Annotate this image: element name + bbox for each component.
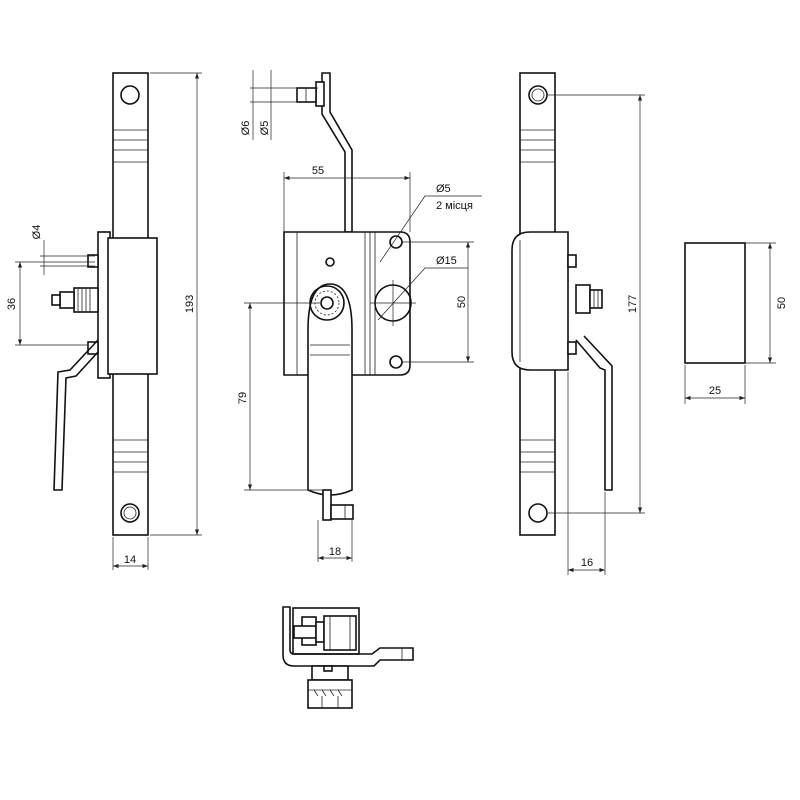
knob — [307, 679, 353, 709]
dim-50-cover: 50 — [776, 297, 788, 309]
dim-14: 14 — [124, 554, 136, 566]
dim-193: 193 — [184, 295, 196, 313]
dim-d4: Ø4 — [31, 225, 43, 240]
cover-view: 50 25 — [684, 242, 788, 404]
dim-25: 25 — [709, 385, 721, 397]
dim-d5-holes: Ø5 — [436, 183, 451, 195]
front-view: Ø6 Ø5 55 Ø5 2 місця Ø15 50 79 18 — [237, 70, 482, 562]
lever-body — [307, 283, 353, 496]
lock-body — [107, 237, 158, 375]
bolt-back — [575, 284, 591, 314]
bolt — [51, 287, 99, 313]
dim-177: 177 — [627, 295, 639, 313]
top-pin — [296, 87, 317, 103]
holes-count-note: 2 місця — [436, 200, 473, 212]
dim-79: 79 — [237, 392, 249, 404]
back-view: 177 16 — [511, 72, 645, 575]
lock-body-back — [511, 231, 569, 371]
dim-d15: Ø15 — [436, 255, 457, 267]
dim-55: 55 — [312, 165, 324, 177]
dim-50-holes: 50 — [456, 296, 468, 308]
top-view — [282, 606, 414, 709]
dim-16: 16 — [581, 557, 593, 569]
bracket — [282, 606, 414, 667]
handle — [53, 339, 99, 491]
dim-d5-pin: Ø5 — [259, 121, 271, 136]
handle-back — [575, 335, 613, 491]
bottom-pin — [330, 504, 354, 520]
dim-18: 18 — [329, 546, 341, 558]
dim-d6: Ø6 — [240, 121, 252, 136]
housing — [292, 607, 360, 655]
side-view: 193 14 36 Ø4 — [6, 72, 202, 570]
dim-36: 36 — [6, 298, 18, 310]
top-lever — [321, 72, 353, 233]
top-hole — [120, 85, 140, 105]
cover — [684, 242, 746, 364]
cylinder — [323, 615, 357, 651]
bottom-hole — [120, 503, 140, 523]
